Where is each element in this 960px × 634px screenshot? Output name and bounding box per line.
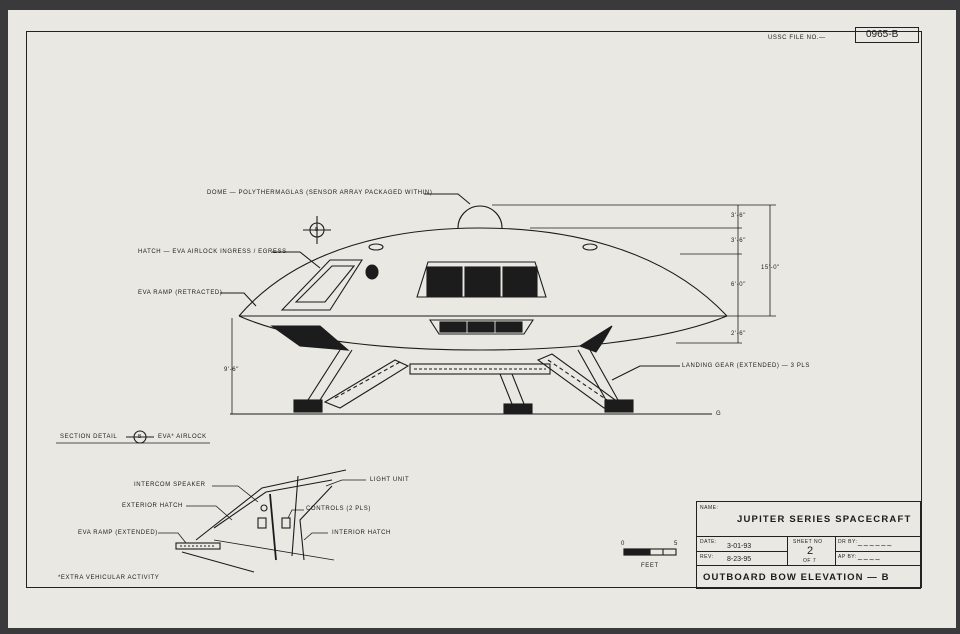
section-detail-marker-label: B <box>138 434 142 440</box>
section-detail-heading: SECTION DETAIL <box>60 434 118 440</box>
landing-foot <box>604 399 634 413</box>
airlock-hatch <box>280 259 364 311</box>
underside-panel <box>578 325 613 353</box>
title-block-sheet-no: 2 <box>807 545 814 557</box>
ground-mark: G <box>716 411 722 417</box>
title-block-dr-label: DR BY: <box>838 539 858 545</box>
callout-eva-ramp: EVA RAMP (RETRACTED) <box>138 290 223 296</box>
callout-leader <box>220 292 257 307</box>
upper-hull <box>238 227 728 317</box>
callout-leader <box>424 193 471 205</box>
dimension-label-overall: 15'-0" <box>761 265 780 271</box>
label-light-unit: LIGHT UNIT <box>370 477 410 483</box>
scale-five: 5 <box>674 541 678 547</box>
title-block: NAME: JUPITER SERIES SPACECRAFT DATE: 3-… <box>696 501 921 589</box>
callout-dome: DOME — POLYTHERMAGLAS (SENSOR ARRAY PACK… <box>207 190 433 196</box>
landing-foot <box>293 399 323 413</box>
title-block-sheet-of: OF 7 <box>803 558 817 564</box>
landing-leg <box>307 349 353 401</box>
title-block-date-label: DATE: <box>700 539 717 545</box>
file-number: 0965-B <box>866 29 899 40</box>
dimension-label: 2'-6" <box>731 331 746 337</box>
title-block-name: JUPITER SERIES SPACECRAFT <box>737 514 912 525</box>
file-number-box <box>855 27 919 43</box>
ramp-extended <box>175 542 221 550</box>
airlock-section <box>195 469 347 541</box>
callout-leader <box>611 365 680 381</box>
callout-landing-gear: LANDING GEAR (EXTENDED) — 3 PLS <box>682 363 810 369</box>
title-block-rev-label: REV: <box>700 554 714 560</box>
footnote: *EXTRA VEHICULAR ACTIVITY <box>58 575 160 581</box>
viewport-pane <box>502 266 538 297</box>
title-block-ap-label: AP BY: <box>838 554 857 560</box>
title-block-drawing-title: OUTBOARD BOW ELEVATION — B <box>703 572 890 583</box>
porthole <box>365 264 379 280</box>
viewport-frame <box>416 261 547 298</box>
callout-leader <box>272 251 321 269</box>
label-interior-hatch: INTERIOR HATCH <box>332 530 391 536</box>
label-controls: CONTROLS (2 PLS) <box>306 506 371 512</box>
file-number-label: USSC FILE NO.— <box>768 35 826 41</box>
label-intercom-speaker: INTERCOM SPEAKER <box>134 482 206 488</box>
porthole <box>368 243 384 251</box>
scale-unit: FEET <box>641 563 659 569</box>
porthole <box>582 243 598 251</box>
title-block-rev: 8-23-95 <box>727 556 752 563</box>
viewport-pane <box>464 266 501 297</box>
dimension-label: 3'-6" <box>731 238 746 244</box>
title-block-name-label: NAME: <box>700 505 719 511</box>
lower-viewport <box>428 319 535 335</box>
section-marker-label: B <box>315 227 319 233</box>
approved-by-signature: ~~~~ <box>857 556 881 564</box>
ladder-ramp <box>323 359 410 409</box>
viewport-pane <box>426 266 463 297</box>
section-detail-subject: EVA* AIRLOCK <box>158 434 207 440</box>
label-eva-ramp-extended: EVA RAMP (EXTENDED) <box>78 530 158 536</box>
drawn-by-signature: ~~~~~~ <box>857 542 893 550</box>
callout-hatch: HATCH — EVA AIRLOCK INGRESS / EGRESS <box>138 249 287 255</box>
blueprint-sheet <box>8 10 956 628</box>
sensor-dome <box>457 205 503 229</box>
title-block-date: 3-01-93 <box>727 543 752 550</box>
landing-leg <box>577 349 619 401</box>
title-block-sheet-label: SHEET NO <box>793 539 823 545</box>
underside-panel <box>270 325 350 351</box>
label-exterior-hatch: EXTERIOR HATCH <box>122 503 183 509</box>
drawing-border <box>26 31 922 588</box>
dimension-label: 3'-6" <box>731 213 746 219</box>
landing-foot <box>503 403 533 414</box>
dimension-label: 6'-0" <box>731 282 746 288</box>
scale-zero: 0 <box>621 541 625 547</box>
dimension-label-ground: 9'-6" <box>224 367 239 373</box>
landing-leg <box>499 373 525 405</box>
